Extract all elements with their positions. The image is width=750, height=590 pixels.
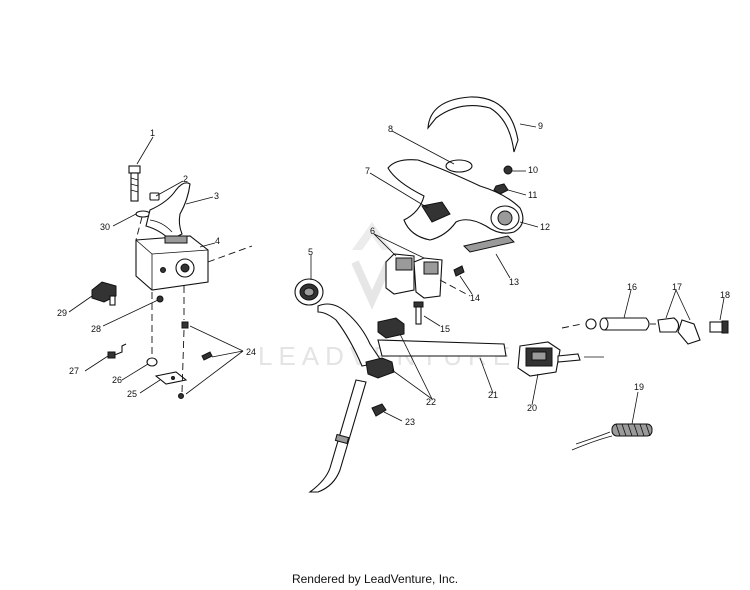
callout-18: 18	[720, 290, 730, 300]
part-29-clip	[91, 281, 117, 306]
callout-2: 2	[183, 174, 188, 184]
callout-7: 7	[365, 166, 370, 176]
part-6-blocks	[385, 253, 443, 299]
part-9-cable	[427, 96, 519, 153]
callout-14: 14	[470, 293, 480, 303]
callout-28: 28	[91, 324, 101, 334]
part-17-throttle	[657, 317, 701, 345]
callout-20: 20	[527, 403, 537, 413]
part-18-end-bolt	[709, 320, 729, 334]
part-24-hardware	[178, 321, 213, 399]
right-assembly	[294, 96, 729, 493]
callout-12: 12	[540, 222, 550, 232]
callout-16: 16	[627, 282, 637, 292]
part-28-pin	[156, 295, 164, 303]
part-1-bolt	[128, 165, 141, 202]
callout-4: 4	[215, 236, 220, 246]
callout-6: 6	[370, 226, 375, 236]
part-12-pod	[387, 159, 524, 241]
callouts: 1 2 3 4 5 6 7 8 9 10 11 12 13 14 15 16 1…	[57, 121, 730, 427]
part-3-bracket	[145, 182, 191, 241]
callout-13: 13	[509, 277, 519, 287]
callout-1: 1	[150, 128, 155, 138]
part-22-clamps	[365, 317, 405, 379]
callout-27: 27	[69, 366, 79, 376]
part-16-grip	[585, 317, 650, 331]
part-20-switch	[517, 341, 604, 377]
callout-3: 3	[214, 191, 219, 201]
callout-17: 17	[672, 282, 682, 292]
callout-19: 19	[634, 382, 644, 392]
part-4-housing	[135, 235, 209, 291]
part-11-nut	[493, 183, 509, 195]
callout-25: 25	[127, 389, 137, 399]
part-23-nut	[371, 403, 387, 417]
callout-22: 22	[426, 397, 436, 407]
part-27-clip	[107, 343, 127, 359]
part-5-knob	[294, 278, 324, 306]
callout-11: 11	[528, 190, 537, 200]
part-10-nut	[503, 165, 513, 175]
callout-26: 26	[112, 375, 122, 385]
part-25-plate	[154, 371, 188, 385]
left-assembly	[91, 165, 253, 399]
callout-29: 29	[57, 308, 67, 318]
part-2-nut	[149, 192, 160, 201]
part-21-handlebar	[317, 303, 507, 367]
callout-8: 8	[388, 124, 393, 134]
callout-21: 21	[488, 390, 498, 400]
callout-5: 5	[308, 247, 313, 257]
part-14-screw	[453, 265, 465, 277]
callout-24: 24	[246, 347, 256, 357]
callout-10: 10	[528, 165, 538, 175]
leader-lines	[68, 123, 725, 425]
footer-credit: Rendered by LeadVenture, Inc.	[291, 572, 459, 586]
part-30-washer	[135, 210, 151, 218]
callout-30: 30	[100, 222, 110, 232]
part-15-bolt	[413, 301, 424, 325]
part-13-strip	[463, 235, 515, 253]
callout-9: 9	[538, 121, 543, 131]
part-7-badge	[421, 201, 451, 223]
callout-23: 23	[405, 417, 415, 427]
part-19-coil	[571, 423, 653, 451]
steering-post	[308, 379, 367, 493]
callout-15: 15	[440, 324, 450, 334]
part-26-washer	[146, 357, 158, 367]
